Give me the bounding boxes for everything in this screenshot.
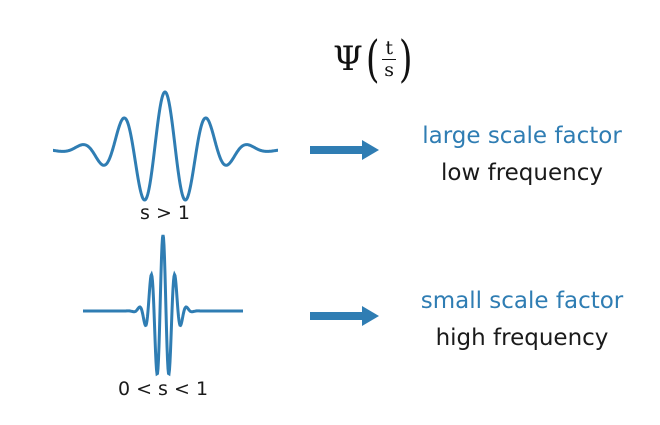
label-large-scale: large scale factor [422, 123, 622, 149]
label-low-frequency: low frequency [441, 160, 603, 186]
wavelet-formula: Ψ ( t s ) [333, 34, 416, 84]
left-paren: ( [365, 30, 380, 88]
condition-small: 0 < s < 1 [117, 378, 209, 400]
numerator: t [382, 37, 396, 60]
arrow-bottom [310, 306, 379, 326]
arrow-top [310, 140, 379, 160]
label-small-scale: small scale factor [420, 288, 624, 314]
right-paren: ) [398, 30, 413, 88]
condition-large: s > 1 [140, 202, 190, 224]
wavelet-small-scale [83, 234, 243, 377]
label-high-frequency: high frequency [435, 325, 609, 351]
denominator: s [384, 58, 395, 81]
fraction: t s [382, 37, 396, 81]
psi-symbol: Ψ [333, 39, 363, 79]
wavelet-large-scale [53, 90, 278, 202]
